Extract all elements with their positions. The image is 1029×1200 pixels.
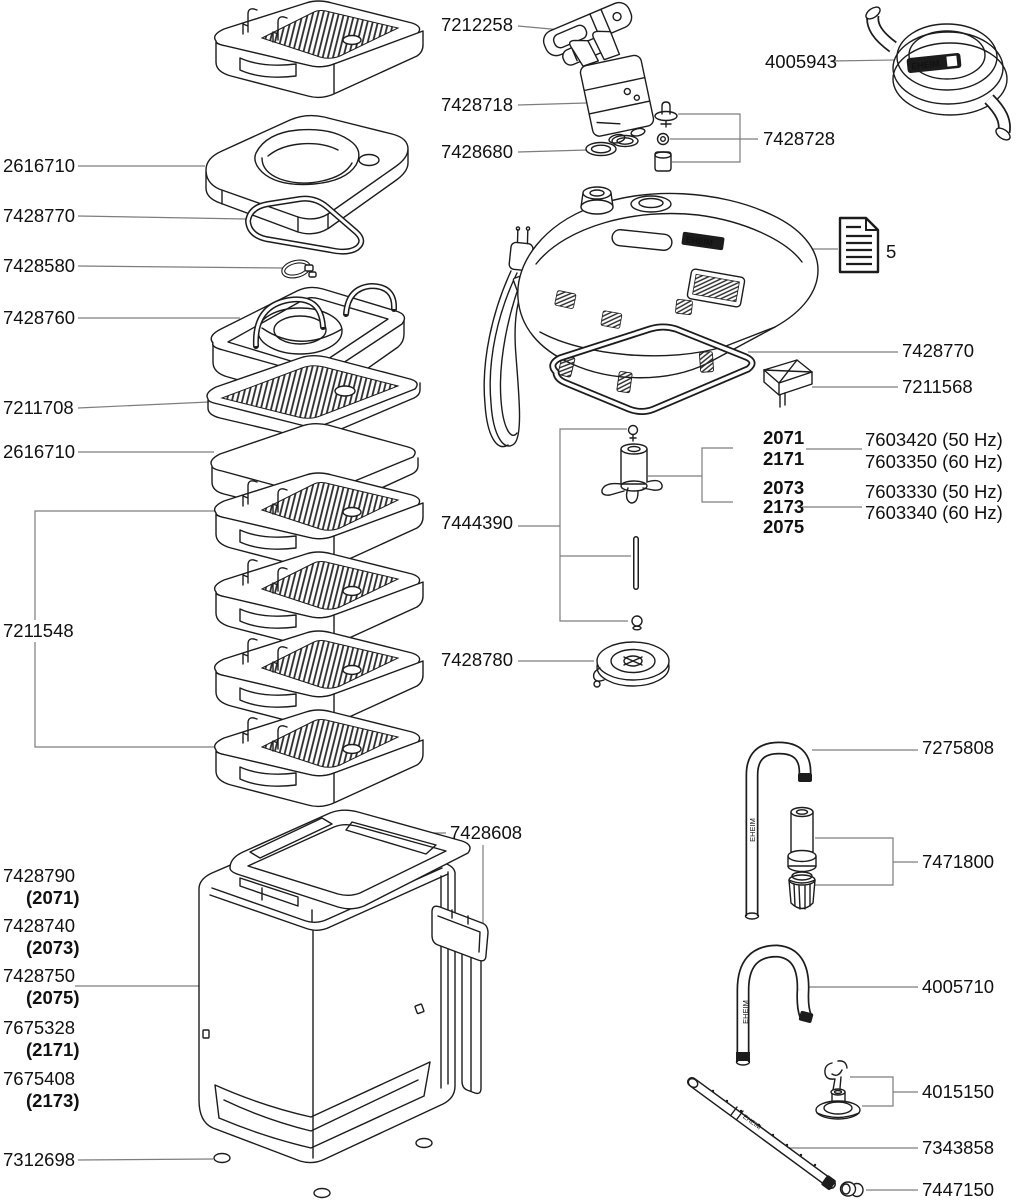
label-lid-gasket: 7428770 bbox=[3, 205, 75, 226]
part-double-tap-drawing bbox=[569, 30, 655, 144]
label-outlet-elbow: 4005710 bbox=[922, 976, 994, 997]
part-pump-cover-drawing bbox=[592, 641, 670, 688]
label-canister-2071: 7428790 bbox=[3, 865, 75, 886]
part-lid-gasket-drawing bbox=[245, 195, 365, 255]
part-sealing-rings-drawing bbox=[585, 134, 639, 157]
label-plug: 7447150 bbox=[922, 1179, 994, 1200]
label-canister-2075-model: (2075) bbox=[26, 987, 79, 1008]
part-canister-rim-drawing bbox=[229, 809, 471, 910]
label-canister-2073-model: (2073) bbox=[26, 937, 79, 958]
leader-lines bbox=[34, 25, 918, 1191]
label-prefilter-basket: 7428760 bbox=[3, 307, 75, 328]
label-sealing-rings: 7428680 bbox=[441, 141, 513, 162]
label-lattice-plate: 7211708 bbox=[3, 397, 74, 418]
part-canister-drawing bbox=[198, 831, 482, 1164]
label-model-2073: 2073 bbox=[763, 477, 804, 498]
label-pump-cover: 7428780 bbox=[441, 649, 513, 670]
part-power-cord-drawing bbox=[483, 226, 534, 448]
label-double-tap: 7428718 bbox=[441, 94, 513, 115]
label-float-valve: 7428728 bbox=[763, 128, 835, 149]
part-spray-bar-drawing: EHEIM bbox=[687, 1077, 836, 1190]
label-transport-clip: 7211568 bbox=[902, 376, 973, 397]
label-model-2075: 2075 bbox=[763, 516, 804, 537]
part-intake-pipe-drawing: EHEIM bbox=[744, 741, 812, 920]
label-impeller-50hz-b: 7603330 (50 Hz) bbox=[865, 481, 1003, 502]
label-canister-2171: 7675328 bbox=[3, 1017, 75, 1038]
part-suction-clip-drawing bbox=[815, 1060, 861, 1120]
part-head-gasket-drawing bbox=[549, 323, 756, 415]
intake-brand-text: EHEIM bbox=[748, 818, 757, 842]
label-spray-bar: 7343858 bbox=[922, 1137, 994, 1158]
part-spare-clip-drawing bbox=[431, 905, 489, 962]
label-foam-pad: 2616710 bbox=[3, 441, 75, 462]
label-impeller-60hz-b: 7603340 (60 Hz) bbox=[865, 502, 1003, 523]
label-intake-pipe: 7275808 bbox=[922, 737, 994, 758]
label-lid: 2616710 bbox=[3, 155, 75, 176]
part-plug-drawing bbox=[839, 1181, 864, 1198]
part-number-labels: 2616710 7428770 7428580 7428760 7211708 … bbox=[0, 14, 1003, 1200]
label-suction-clip: 4015150 bbox=[922, 1081, 994, 1102]
part-strainer-drawing bbox=[787, 806, 817, 910]
label-canister-2071-model: (2071) bbox=[26, 887, 79, 908]
label-canister-2075: 7428750 bbox=[3, 965, 75, 986]
label-model-2071: 2071 bbox=[763, 427, 804, 448]
label-canister-2073: 7428740 bbox=[3, 915, 75, 936]
label-canister-2173: 7675408 bbox=[3, 1068, 75, 1089]
label-filter-baskets: 7211548 bbox=[3, 620, 74, 641]
label-strainer: 7471800 bbox=[922, 851, 994, 872]
label-model-2173: 2173 bbox=[763, 496, 804, 517]
hose-brand-text: EHEIM bbox=[911, 58, 940, 71]
part-impeller-set-drawing bbox=[601, 424, 663, 631]
label-impeller-60hz-a: 7603350 (60 Hz) bbox=[865, 451, 1003, 472]
part-float-valve-drawing bbox=[654, 101, 678, 172]
head-brand-text: EHEIM bbox=[685, 234, 713, 248]
part-hose-clip-drawing bbox=[281, 259, 317, 279]
label-rubber-foot: 7312698 bbox=[3, 1149, 75, 1170]
label-hose: 4005943 bbox=[765, 51, 837, 72]
part-outlet-elbow-drawing: EHEIM bbox=[735, 944, 814, 1066]
label-canister-2173-model: (2173) bbox=[26, 1090, 79, 1111]
label-model-2171: 2171 bbox=[763, 448, 804, 469]
label-impeller-50hz-a: 7603420 (50 Hz) bbox=[865, 429, 1003, 450]
label-hose-clip: 7428580 bbox=[3, 255, 75, 276]
part-feet-drawing bbox=[213, 1137, 433, 1199]
part-transport-clip-drawing bbox=[763, 359, 813, 408]
part-motor-head-drawing: EHEIM bbox=[517, 186, 819, 394]
part-filter-basket-4 bbox=[213, 709, 424, 808]
label-canister-clip: 7428608 bbox=[450, 822, 522, 843]
part-hose-drawing: EHEIM bbox=[865, 6, 1011, 141]
manual-document-icon bbox=[838, 216, 880, 274]
elbow-brand-text: EHEIM bbox=[741, 1000, 750, 1024]
label-canister-2171-model: (2171) bbox=[26, 1039, 79, 1060]
label-head-gasket: 7428770 bbox=[902, 340, 974, 361]
part-lid-drawing bbox=[205, 114, 409, 235]
label-impeller-set: 7444390 bbox=[441, 512, 513, 533]
label-manual-number: 5 bbox=[886, 241, 896, 262]
label-adapter: 7212258 bbox=[441, 14, 513, 35]
